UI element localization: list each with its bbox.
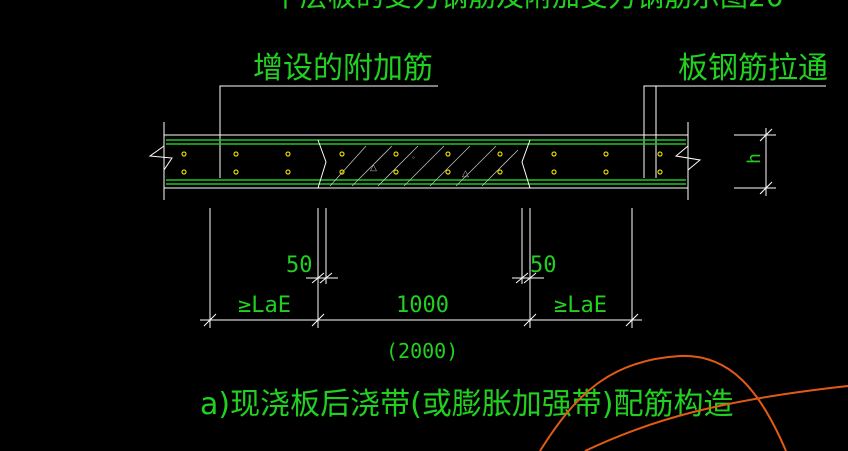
thickness-label: h <box>744 153 765 164</box>
leader-lines <box>219 85 826 178</box>
label-added-rebar: 增设的附加筋 <box>253 51 433 86</box>
post-pour-strip-hatch: △ △ ◦ <box>329 145 519 187</box>
dimension-extension-lines <box>200 208 642 328</box>
slab-outline <box>148 122 702 200</box>
title-top: 下层板的受力钢筋及附加受力钢筋示图20 <box>272 0 784 13</box>
thickness-dimension <box>734 128 776 196</box>
svg-text:◦: ◦ <box>412 153 415 162</box>
dim-left-lae: ≥LaE <box>238 293 291 318</box>
dim-right-50: 50 <box>530 253 557 278</box>
dim-alt: (2000) <box>386 339 458 363</box>
svg-text:△: △ <box>462 168 469 178</box>
post-pour-strip-edges <box>317 139 531 189</box>
dim-center: 1000 <box>396 293 449 318</box>
dim-left-50: 50 <box>286 253 313 278</box>
svg-text:△: △ <box>370 162 377 172</box>
label-slab-rebar-through: 板钢筋拉通 <box>678 51 828 86</box>
leader-slab-rebar <box>643 85 826 178</box>
dim-right-lae: ≥LaE <box>554 293 607 318</box>
leader-added-rebar <box>219 85 438 178</box>
rebar-dots <box>181 151 663 175</box>
caption: a)现浇板后浇带(或膨胀加强带)配筋构造 <box>200 387 734 422</box>
rebars <box>166 139 686 185</box>
orange-curves <box>539 354 848 451</box>
